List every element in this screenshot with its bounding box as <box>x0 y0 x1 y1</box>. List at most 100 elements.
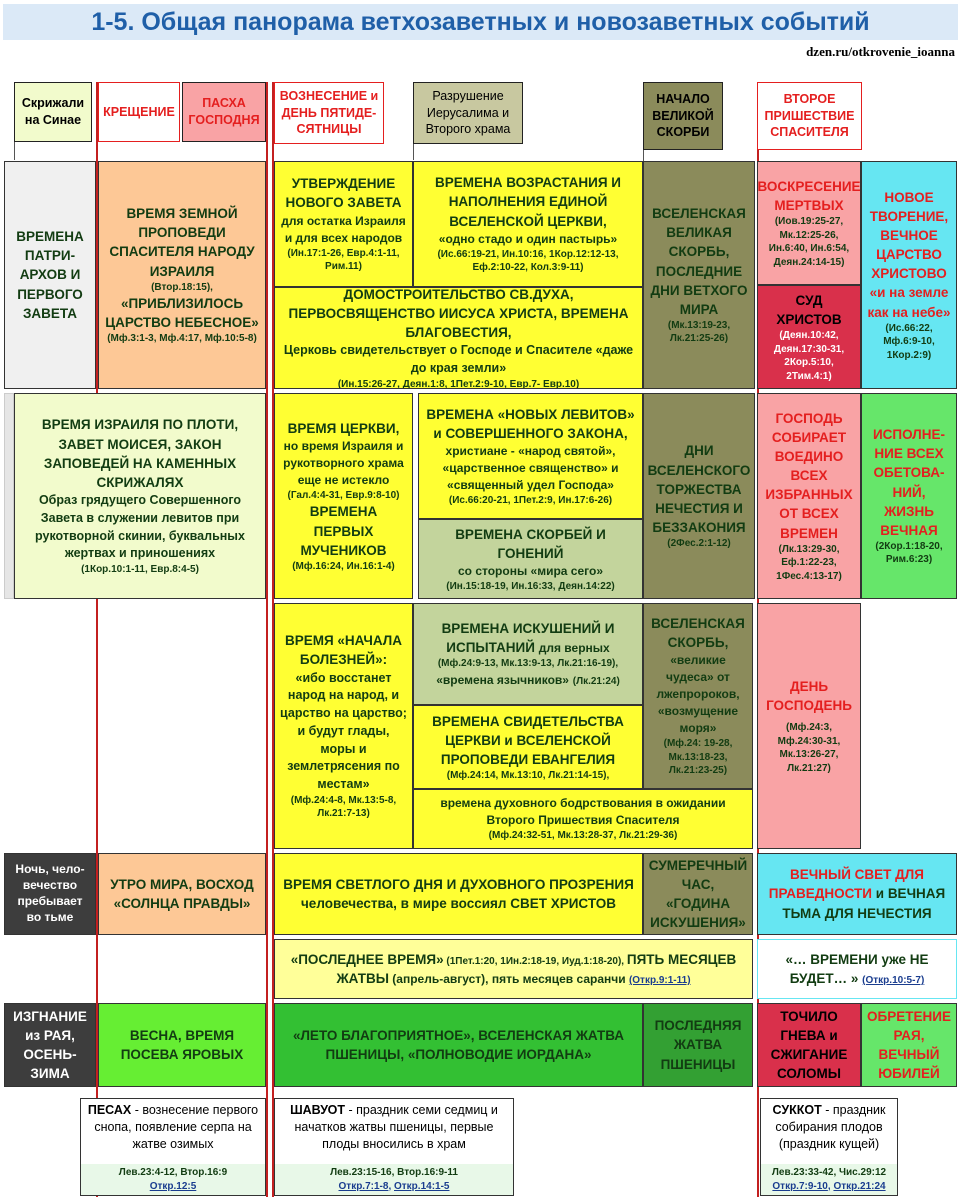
beginning-sorrows-ref: (Мф.24:4-8, Мк.13:5-8, Лк.21:7-13) <box>290 794 397 820</box>
pesach-link[interactable]: Откр.12:5 <box>149 1180 197 1192</box>
bright-day-text: человечества, в мире воссиял СВЕТ ХРИСТО… <box>300 896 617 911</box>
lawlessness-box: ДНИ ВСЕЛЕНСКОГО ТОРЖЕСТВА НЕЧЕСТИЯ И БЕЗ… <box>643 393 755 599</box>
false-prophets-box: ВСЕЛЕНСКАЯ СКОРБЬ, «великие чудеса» от л… <box>643 603 753 789</box>
new-covenant-ref: (Ин.17:1-26, Евр.4:1-11, Рим.11) <box>287 247 400 273</box>
false-prophets-ref: (Мф.24: 19-28, Мк.13:18-23, Лк.21:23-25) <box>663 738 733 777</box>
church-growth-quote: «одно стадо и один пастырь» <box>438 231 618 246</box>
great-tribulation-ref: (Мк.13:19-23, Лк.21:25-26) <box>667 319 731 345</box>
church-time-box: ВРЕМЯ ЦЕРКВИ, но время Израиля и рукотво… <box>274 393 413 599</box>
holy-spirit-box: ДОМОСТРОИТЕЛЬСТВО СВ.ДУХА, ПЕРВОСВЯЩЕНСТ… <box>274 287 643 389</box>
new-creation-ref: (Ис.66:22, Мф.6:9-10, 1Кор.2:9) <box>883 322 935 361</box>
eternal-light-c: ВЕЧНАЯ ТЬМА ДЛЯ НЕЧЕСТИЯ <box>782 886 946 921</box>
winepress-text: ТОЧИЛО ГНЕВА и СЖИГАНИЕ СОЛОМЫ <box>770 1008 848 1082</box>
new-levites-text: христиане - «народ святой», «царственное… <box>442 443 619 492</box>
timeline-line-tribulation <box>643 150 644 162</box>
new-levites-title: ВРЕМЕНА «НОВЫХ ЛЕВИТОВ» и СОВЕРШЕННОГО З… <box>426 406 635 441</box>
last-time-a: «ПОСЛЕДНЕЕ ВРЕМЯ» <box>290 951 444 967</box>
new-levites-box: ВРЕМЕНА «НОВЫХ ЛЕВИТОВ» и СОВЕРШЕННОГО З… <box>418 393 643 519</box>
promises-ref: (2Кор.1:18-20, Рим.6:23) <box>875 540 943 566</box>
header-pascha: ПАСХА ГОСПОДНЯ <box>182 82 266 142</box>
trials-box: ВРЕМЕНА ИСКУШЕНИЙ И ИСПЫТАНИЙ для верных… <box>413 603 643 705</box>
no-time-text: «… ВРЕМЕНИ уже НЕ БУДЕТ… » <box>785 951 929 986</box>
persecution-box: ВРЕМЕНА СКОРБЕЙ И ГОНЕНИЙ со стороны «ми… <box>418 519 643 599</box>
morning-text: УТРО МИРА, ВОСХОД «СОЛНЦА ПРАВДЫ» <box>110 876 254 911</box>
patriarchs-text: ВРЕМЕНА ПАТРИ-АРХОВ И ПЕРВОГО ЗАВЕТА <box>16 229 84 321</box>
day-of-lord-ref: (Мф.24:3, Мф.24:30-31, Мк.13:26-27, Лк.2… <box>777 722 841 774</box>
sukkot-box: СУККОТ - праздник собирания плодов (праз… <box>760 1098 898 1196</box>
timeline-line-destruction <box>413 140 414 160</box>
timeline-line-pascha <box>266 82 268 1197</box>
church-time-ref: (Гал.4:4-31, Евр.9:8-10) <box>287 489 400 501</box>
page-title: 1-5. Общая панорама ветхозаветных и ново… <box>91 7 870 36</box>
israel-flesh-box: ВРЕМЯ ИЗРАИЛЯ ПО ПЛОТИ, ЗАВЕТ МОИСЕЯ, ЗА… <box>14 393 266 599</box>
sukkot-text: - праздник собирания плодов (праздник ку… <box>775 1103 886 1151</box>
last-time-ref: (1Пет.1:20, 1Ин.2:18-19, Иуд.1:18-20), <box>443 955 627 967</box>
shavuot-sep: , <box>388 1180 394 1192</box>
shavuot-link1[interactable]: Откр.7:1-8 <box>338 1180 389 1192</box>
sukkot-link2[interactable]: Откр.21:24 <box>833 1180 886 1192</box>
persecution-title: ВРЕМЕНА СКОРБЕЙ И ГОНЕНИЙ <box>455 526 606 561</box>
martyrs-title: ВРЕМЕНА ПЕРВЫХ МУЧЕНИКОВ <box>300 504 387 558</box>
judgment-box: СУД ХРИСТОВ (Деян.10:42, Деян.17:30-31, … <box>757 285 861 389</box>
gathering-title: ГОСПОДЬ СОБИРАЕТ ВОЕДИНО ВСЕХ ИЗБРАННЫХ … <box>765 410 853 541</box>
church-time-text: но время Израиля и рукотворного храма ещ… <box>283 438 404 487</box>
header-baptism: КРЕЩЕНИЕ <box>98 82 180 142</box>
winepress-box: ТОЧИЛО ГНЕВА и СЖИГАНИЕ СОЛОМЫ <box>757 1003 861 1087</box>
church-growth-box: ВРЕМЕНА ВОЗРАСТАНИЯ И НАПОЛНЕНИЯ ЕДИНОЙ … <box>413 161 643 287</box>
witness-title: ВРЕМЕНА СВИДЕТЕЛЬСТВА ЦЕРКВИ и ВСЕЛЕНСКО… <box>432 713 624 767</box>
last-harvest-text: ПОСЛЕДНЯЯ ЖАТВА ПШЕНИЦЫ <box>654 1018 742 1072</box>
resurrection-ref: (Иов.19:25-27, Мк.12:25-26, Ин.6:40, Ин.… <box>768 216 850 268</box>
sukkot-sep: , <box>827 1180 834 1192</box>
sukkot-title: СУККОТ <box>772 1103 822 1117</box>
shavuot-ref: Лев.23:15-16, Втор.16:9-11 <box>330 1167 458 1178</box>
title-banner: 1-5. Общая панорама ветхозаветных и ново… <box>3 4 958 40</box>
shavuot-link2[interactable]: Откр.14:1-5 <box>394 1180 450 1192</box>
new-covenant-text: для остатка Израиля и для всех народов <box>281 213 406 245</box>
resurrection-box: ВОСКРЕСЕНИЕ МЕРТВЫХ (Иов.19:25-27, Мк.12… <box>757 161 861 285</box>
trials-text: для верных <box>538 640 610 655</box>
left-gray-strip <box>4 393 14 599</box>
new-covenant-box: УТВЕРЖДЕНИЕ НОВОГО ЗАВЕТА для остатка Из… <box>274 161 413 287</box>
new-covenant-title: УТВЕРЖДЕНИЕ НОВОГО ЗАВЕТА <box>285 176 402 211</box>
last-harvest-box: ПОСЛЕДНЯЯ ЖАТВА ПШЕНИЦЫ <box>643 1003 753 1087</box>
resurrection-title: ВОСКРЕСЕНИЕ МЕРТВЫХ <box>757 178 861 213</box>
eternal-light-a: ВЕЧНЫЙ СВЕТ ДЛЯ ПРАВЕДНОСТИ <box>768 867 924 902</box>
promises-box: ИСПОЛНЕ-НИЕ ВСЕХ ОБЕТОВА-НИЙ, ЖИЗНЬ ВЕЧН… <box>861 393 957 599</box>
sukkot-link1[interactable]: Откр.7:9-10 <box>772 1180 828 1192</box>
israel-flesh-title: ВРЕМЯ ИЗРАИЛЯ ПО ПЛОТИ, ЗАВЕТ МОИСЕЯ, ЗА… <box>41 417 239 490</box>
night-box: Ночь, чело-вечество пребывает во тьме <box>4 853 96 935</box>
beginning-sorrows-box: ВРЕМЯ «НАЧАЛА БОЛЕЗНЕЙ»: «ибо восстанет … <box>274 603 413 849</box>
vigilance-text: времена духовного бодрствования в ожидан… <box>440 796 726 828</box>
great-tribulation-title: ВСЕЛЕНСКАЯ ВЕЛИКАЯ СКОРБЬ, ПОСЛЕДНИЕ ДНИ… <box>650 206 748 317</box>
new-levites-ref: (Ис.66:20-21, 1Пет.2:9, Ин.17:6-26) <box>448 494 613 506</box>
patriarchs-box: ВРЕМЕНА ПАТРИ-АРХОВ И ПЕРВОГО ЗАВЕТА <box>4 161 96 389</box>
false-prophets-title: ВСЕЛЕНСКАЯ СКОРБЬ, <box>651 616 745 651</box>
exile-text: ИЗГНАНИЕ из РАЯ, ОСЕНЬ-ЗИМА <box>13 1008 87 1082</box>
day-of-lord-title: ДЕНЬ ГОСПОДЕНЬ <box>766 678 852 713</box>
summer-harvest-text: «ЛЕТО БЛАГОПРИЯТНОЕ», ВСЕЛЕНСКАЯ ЖАТВА П… <box>292 1027 625 1062</box>
last-time-b: ПЯТЬ МЕСЯЦЕВ ЖАТВЫ <box>336 951 737 986</box>
timeline-line-baptism <box>96 82 98 1197</box>
trials-quote: «времена язычников» <box>436 673 569 688</box>
great-tribulation-box: ВСЕЛЕНСКАЯ ВЕЛИКАЯ СКОРБЬ, ПОСЛЕДНИЕ ДНИ… <box>643 161 755 389</box>
no-time-link[interactable]: (Откр.10:5-7) <box>862 975 925 986</box>
header-tribulation: НАЧАЛО ВЕЛИКОЙ СКОРБИ <box>643 82 723 150</box>
persecution-text: со стороны «мира сего» <box>457 563 603 578</box>
shavuot-box: ШАВУОТ - праздник семи седмиц и начатков… <box>274 1098 514 1196</box>
trials-ref: (Мф.24:9-13, Мк.13:9-13, Лк.21:16-19), <box>437 657 619 669</box>
holy-spirit-ref: (Ин.15:26-27, Деян.1:8, 1Пет.2:9-10, Евр… <box>337 378 580 389</box>
bright-day-title: ВРЕМЯ СВЕТЛОГО ДНЯ И ДУХОВНОГО ПРОЗРЕНИЯ <box>283 876 634 892</box>
header-sinai: Скрижали на Синае <box>14 82 92 142</box>
last-time-link[interactable]: (Откр.9:1-11) <box>628 975 691 986</box>
witness-box: ВРЕМЕНА СВИДЕТЕЛЬСТВА ЦЕРКВИ и ВСЕЛЕНСКО… <box>413 705 643 789</box>
holy-spirit-title: ДОМОСТРОИТЕЛЬСТВО СВ.ДУХА, ПЕРВОСВЯЩЕНСТ… <box>288 287 629 341</box>
trials-ref2: (Лк.21:24) <box>572 676 620 688</box>
beginning-sorrows-text: «ибо восстанет народ на народ, и царство… <box>280 670 407 792</box>
twilight-text: СУМЕРЕЧНЫЙ ЧАС, «ГОДИНА ИСКУШЕНИЯ» <box>648 857 748 931</box>
day-of-lord-box: ДЕНЬ ГОСПОДЕНЬ (Мф.24:3, Мф.24:30-31, Мк… <box>757 603 861 849</box>
false-prophets-text1: «великие чудеса» от лжепророков, <box>656 653 740 702</box>
spring-box: ВЕСНА, ВРЕМЯ ПОСЕВА ЯРОВЫХ <box>98 1003 266 1087</box>
pesach-text: - вознесение первого снопа, появление се… <box>94 1103 259 1151</box>
new-creation-title: НОВОЕ ТВОРЕНИЕ, ВЕЧНОЕ ЦАРСТВО ХРИСТОВО <box>869 189 949 282</box>
exile-box: ИЗГНАНИЕ из РАЯ, ОСЕНЬ-ЗИМА <box>4 1003 96 1087</box>
